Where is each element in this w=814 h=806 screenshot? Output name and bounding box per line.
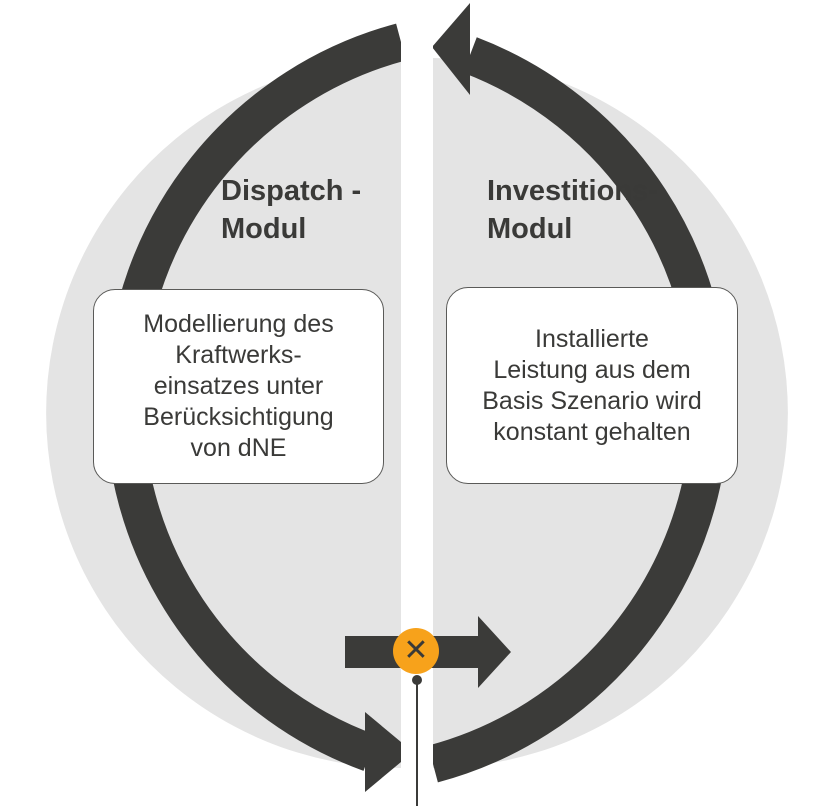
dispatch-title-line1: Dispatch - (221, 175, 362, 207)
transfer-arrow-head (478, 616, 511, 688)
dispatch-desc-line: von dNE (190, 434, 287, 462)
investment-title-line1: Investitions- (487, 175, 658, 207)
investment-description-box: Installierte Leistung aus dem Basis Szen… (446, 287, 738, 484)
dispatch-desc-line: einsatzes unter (153, 372, 324, 400)
x-icon: ✕ (393, 628, 439, 674)
right-cycle-arrowhead (432, 3, 470, 95)
investment-desc-line: Leistung aus dem (493, 355, 691, 384)
left-cycle-arrowhead (365, 712, 413, 792)
x-icon-glyph: ✕ (403, 633, 429, 668)
dispatch-title-line2: Modul (221, 213, 307, 245)
investment-desc-line: Basis Szenario wird (482, 386, 702, 415)
dispatch-desc-line: Kraftwerks- (175, 341, 302, 369)
dispatch-description-box: Modellierung des Kraftwerks- einsatzes u… (93, 289, 384, 484)
investment-module-title: Investitions- Modul (487, 172, 658, 248)
dispatch-desc-line: Berücksichtigung (143, 403, 334, 431)
investment-title-line2: Modul (487, 213, 573, 245)
pointer-dot (412, 675, 422, 685)
investment-desc-line: Installierte (535, 324, 649, 353)
dispatch-desc-line: Modellierung des (143, 310, 334, 338)
dispatch-module-title: Dispatch - Modul (221, 172, 361, 248)
investment-desc-line: konstant gehalten (493, 417, 691, 446)
